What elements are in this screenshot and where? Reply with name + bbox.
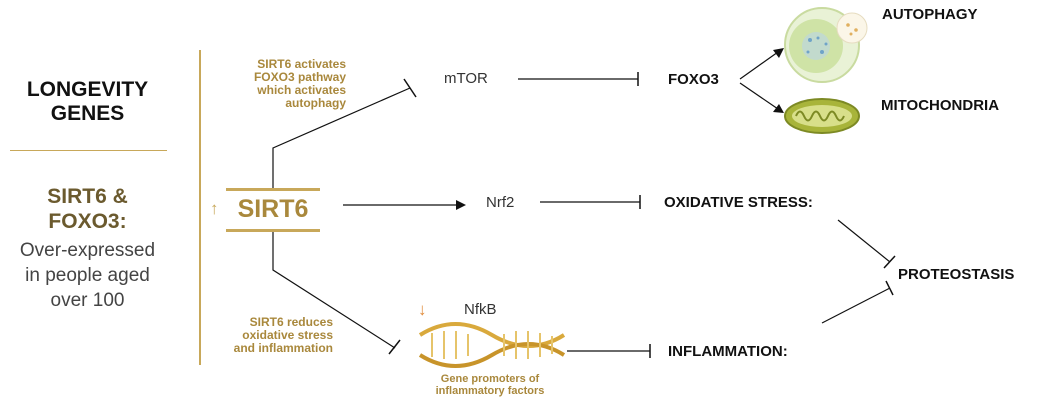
sirt6-box [226,188,320,232]
autophagy-node: AUTOPHAGY [882,6,978,23]
subtitle-line-1: SIRT6 & [47,185,128,208]
mitochondria-node: MITOCHONDRIA [881,97,1000,114]
mitochondria-arrowhead [773,104,784,113]
overexpressed-description: Over-expressed in people aged over 100 [0,238,175,313]
sirt6-reduces-note: SIRT6 reduces oxidative stress and infla… [205,316,333,355]
note-top-line-3: which activates [257,83,346,97]
note-bottom-line-3: and inflammation [233,341,333,355]
dna-helix-icon [418,322,566,368]
note-bottom-line-2: oxidative stress [242,328,333,342]
gene-promoters-note: Gene promoters of inflammatory factors [415,373,565,397]
oxstress-to-proteostasis-line [837,219,891,263]
mitochondria-icon [784,98,860,134]
nrf2-node: Nrf2 [486,194,515,211]
sirt6-label: SIRT6 [237,195,309,223]
title-line-2: GENES [50,102,125,125]
note-top-line-2: FOXO3 pathway [253,70,346,84]
gene-note-line-1: Gene promoters of [440,373,540,385]
title-line-1: LONGEVITY [26,78,149,101]
longevity-genes-title: LONGEVITY GENES [0,78,175,126]
inflammation-to-proteostasis-line [821,287,891,324]
foxo3-node: FOXO3 [668,71,719,88]
nfkb-node: NfkB [464,301,497,318]
left-divider [10,150,167,151]
down-arrow-icon: ↓ [418,300,427,319]
subtitle-line-2: FOXO3: [48,210,127,233]
proteostasis-node: PROTEOSTASIS [898,266,1015,283]
note-top-line-4: autophagy [285,96,346,110]
sirt6-to-nfkb-line [272,232,396,349]
proteostasis-inhibit-bar-bottom [885,280,894,296]
foxo3-to-mitochondria-arrow [739,82,779,110]
note-bottom-line-1: SIRT6 reduces [249,315,333,329]
note-top-line-1: SIRT6 activates [257,57,346,71]
up-arrow-icon: ↑ [210,199,219,218]
mtor-node: mTOR [444,70,488,87]
proteostasis-inhibit-bar-top [883,255,896,269]
desc-line-2: in people aged [25,265,150,286]
oxidative-stress-node: OXIDATIVE STRESS: [664,194,813,211]
desc-line-3: over 100 [50,290,125,311]
sirt6-foxo3-subtitle: SIRT6 & FOXO3: [0,184,175,234]
nfkb-inhibit-bar [388,339,401,355]
desc-line-1: Over-expressed [19,240,156,261]
autophagy-arrowhead [773,48,784,58]
foxo3-to-autophagy-arrow [739,51,779,80]
vertical-divider [199,50,201,365]
gene-note-line-2: inflammatory factors [435,385,545,397]
nrf2-arrowhead [456,200,466,210]
autophagy-cell-icon [784,7,868,83]
sirt6-to-mtor-line [272,87,411,188]
inflammation-node: INFLAMMATION: [668,343,788,360]
mtor-inhibit-bar [403,78,417,98]
sirt6-activates-note: SIRT6 activates FOXO3 pathway which acti… [212,58,346,110]
